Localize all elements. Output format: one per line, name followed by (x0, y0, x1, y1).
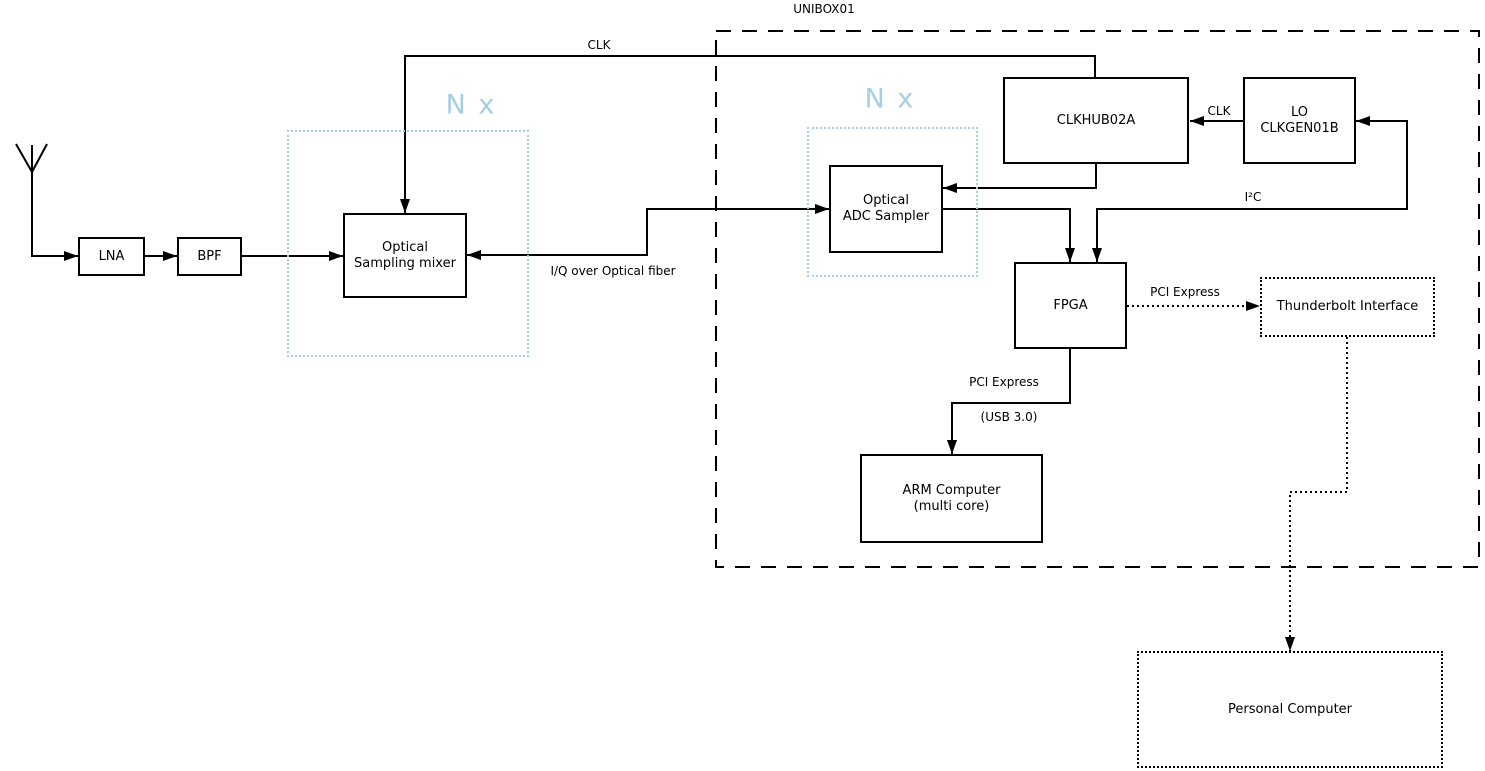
clk-top-line (404, 55, 1096, 213)
nx-label-left: N x (445, 89, 497, 121)
pcie-arm-label: PCI Express (969, 375, 1039, 389)
block-fpga-label: FPGA (1053, 297, 1088, 313)
unibox-title: UNIBOX01 (793, 2, 855, 16)
iq-fiber-label: I/Q over Optical fiber (550, 264, 676, 278)
iq-fiber-line (467, 208, 829, 256)
adc-to-fpga-line (943, 208, 1071, 262)
block-bpf: BPF (177, 237, 242, 276)
nx-group-right (807, 127, 978, 277)
block-arm-computer-label-line2: (multi core) (913, 498, 990, 514)
block-personal-computer-label: Personal Computer (1227, 701, 1353, 717)
block-lo-clkgen01b-label-line1: LO (1290, 104, 1308, 120)
block-clkhub02a-label: CLKHUB02A (1056, 112, 1136, 128)
clk-lo-label: CLK (1207, 104, 1231, 118)
block-lna-label: LNA (98, 248, 125, 264)
fpga-to-arm-line (951, 349, 1071, 454)
clk-top-label: CLK (587, 38, 611, 52)
block-arm-computer: ARM Computer (multi core) (860, 454, 1043, 543)
block-optical-sampling-mixer: Optical Sampling mixer (343, 213, 467, 298)
block-lna: LNA (78, 237, 145, 276)
block-personal-computer: Personal Computer (1137, 651, 1443, 768)
block-optical-sampling-mixer-label-line2: Sampling mixer (354, 255, 456, 271)
thunderbolt-to-pc-dotted-line (1289, 337, 1348, 651)
block-optical-adc-sampler-label-line2: ADC Sampler (842, 209, 930, 224)
block-bpf-label: BPF (197, 248, 222, 264)
antenna-icon (15, 143, 78, 257)
nx-label-right: N x (864, 83, 916, 115)
block-optical-adc-sampler-label-line1: Optical (863, 193, 909, 208)
block-thunderbolt-interface-label: Thunderbolt Interface (1276, 299, 1419, 314)
clkhub-to-adc-line (943, 164, 1097, 189)
block-lo-clkgen01b-label-line2: CLKGEN01B (1260, 120, 1339, 136)
i2c-line (1096, 120, 1408, 262)
pcie-thunderbolt-label: PCI Express (1150, 285, 1220, 299)
block-thunderbolt-interface: Thunderbolt Interface (1260, 277, 1435, 337)
block-optical-sampling-mixer-label-line1: Optical (382, 239, 428, 255)
block-fpga: FPGA (1014, 262, 1127, 349)
i2c-label: I²C (1244, 190, 1262, 204)
block-clkhub02a: CLKHUB02A (1003, 77, 1189, 164)
arrowheads (64, 116, 1370, 651)
block-arm-computer-label-line1: ARM Computer (902, 482, 1001, 498)
nx-group-left (287, 130, 529, 357)
block-optical-adc-sampler: Optical ADC Sampler (829, 165, 943, 253)
usb30-label: (USB 3.0) (980, 410, 1038, 424)
block-lo-clkgen01b: LO CLKGEN01B (1243, 77, 1356, 164)
